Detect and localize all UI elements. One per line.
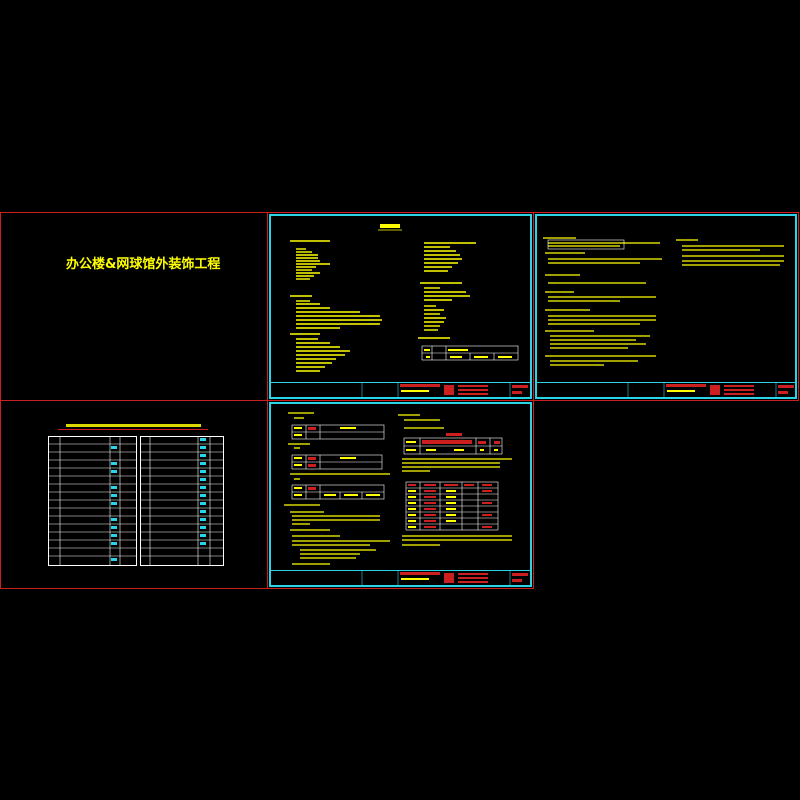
index-title-line: [66, 424, 201, 427]
sheet-frame-notes-2: [533, 212, 799, 401]
notes-sheet-1-border: [269, 214, 532, 399]
notes-sheet-3-titleblock: [270, 570, 531, 586]
cover-project-title: 办公楼&网球馆外装饰工程: [66, 257, 221, 272]
notes-sheet-2-border: [535, 214, 797, 399]
notes-sheet-2-titleblock: [536, 382, 796, 398]
drawing-list-table-left: [48, 436, 137, 566]
notes-sheet-1-titleblock: [270, 382, 531, 398]
notes-sheet-3-border: [269, 402, 532, 587]
sheet-frame-notes-3: [267, 400, 534, 589]
index-title-underline: [58, 429, 208, 430]
drawing-list-table-right: [140, 436, 224, 566]
